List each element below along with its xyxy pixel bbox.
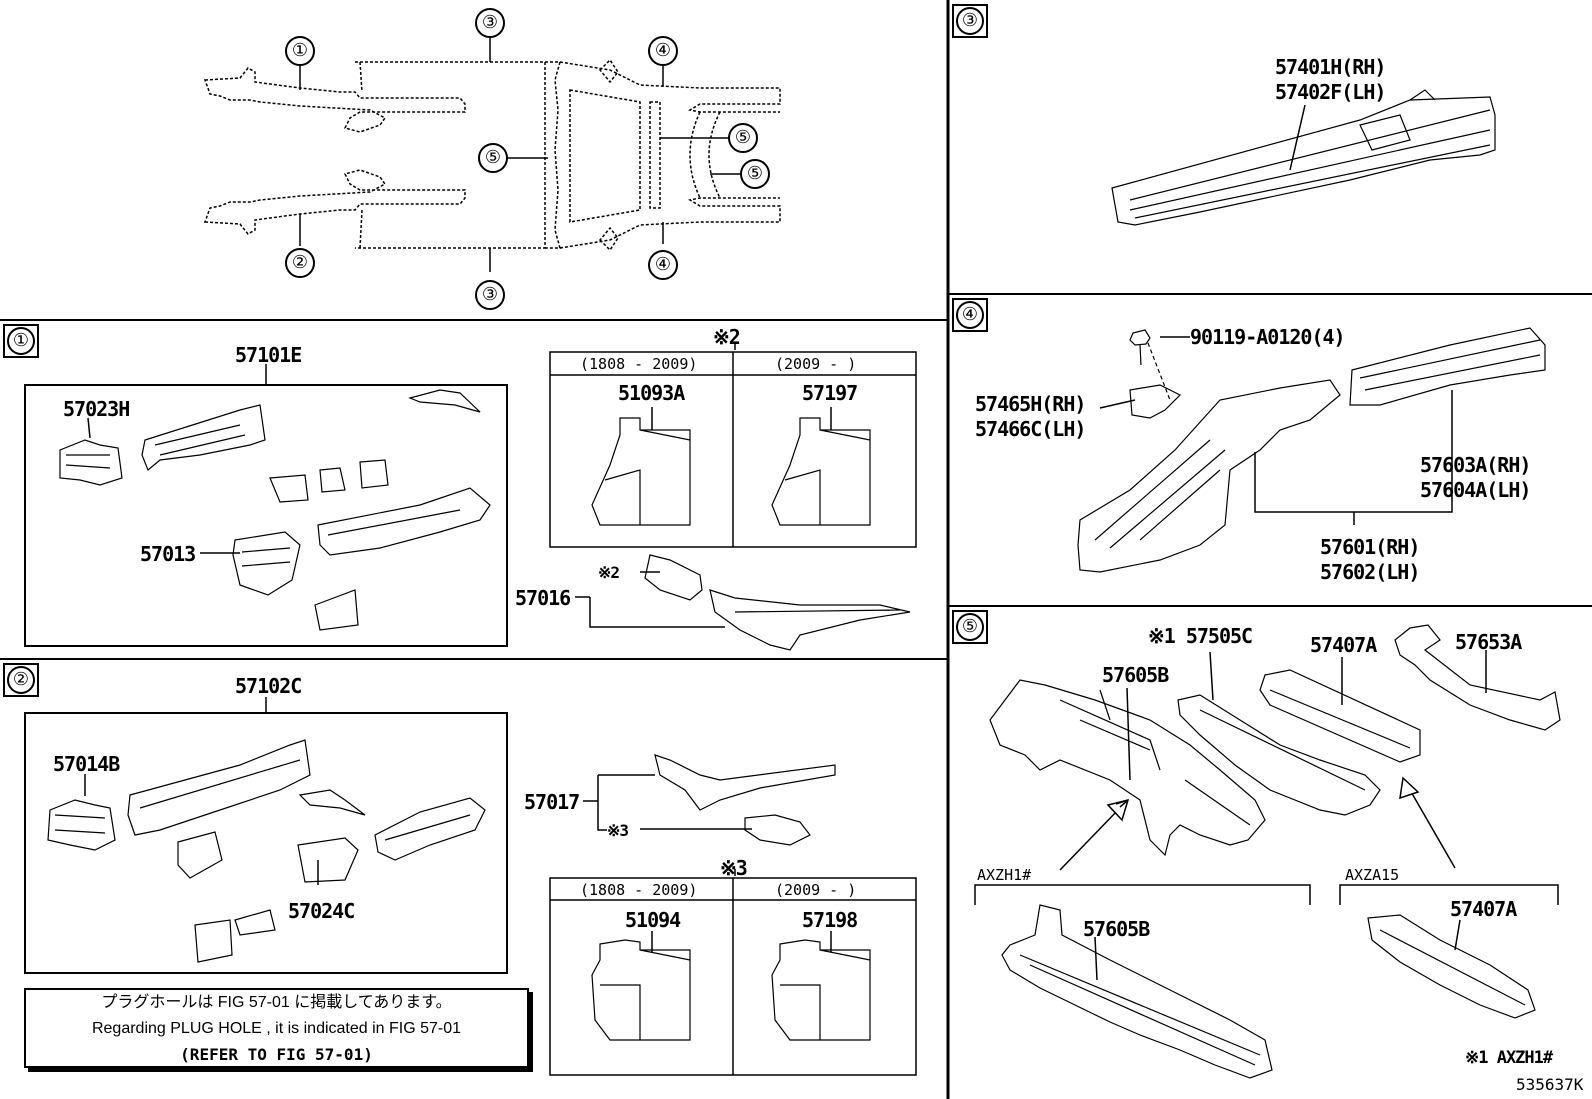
part-57401H-RH[interactable]: 57401H(RH) [1275, 55, 1386, 79]
range-1808-2009: (1808 - 2009) [580, 355, 698, 373]
part-57198[interactable]: 57198 [802, 908, 858, 932]
callout-3-overview-bottom[interactable]: ③ [475, 280, 505, 310]
callout-1-overview[interactable]: ① [285, 36, 315, 66]
part-57605B-lower[interactable]: 57605B [1083, 917, 1150, 941]
part-57017-mark: ※3 [607, 821, 629, 840]
part-51094[interactable]: 51094 [625, 908, 681, 932]
callout-5-overview-right-bottom[interactable]: ⑤ [740, 159, 770, 189]
section3-part-sketch [1111, 89, 1496, 226]
part-57407A-lower[interactable]: 57407A [1450, 897, 1517, 921]
part-57653A[interactable]: 57653A [1455, 630, 1522, 654]
part-90119-A0120[interactable]: 90119-A0120(4) [1190, 325, 1346, 349]
section5-part-sketches [989, 624, 1561, 1079]
part-57466C-LH[interactable]: 57466C(LH) [975, 417, 1086, 441]
variant-AXZH1: AXZH1# [977, 866, 1032, 884]
range-2009-plus-s2: (2009 - ) [775, 881, 857, 899]
footnote-axzh1: ※1 AXZH1# [1465, 1048, 1553, 1068]
range-2009-plus: (2009 - ) [775, 355, 857, 373]
section-1-number: ① [7, 327, 35, 355]
part-57024C[interactable]: 57024C [288, 899, 355, 923]
figure-id: 535637K [1516, 1075, 1584, 1094]
part-57601-RH[interactable]: 57601(RH) [1320, 535, 1420, 559]
part-57197[interactable]: 57197 [802, 381, 858, 405]
section4-part-sketches [1077, 327, 1546, 573]
part-57017[interactable]: 57017 [524, 790, 580, 814]
section2-part-sketches [47, 739, 871, 1041]
callout-3-overview-top[interactable]: ③ [475, 8, 505, 38]
note-line-ja: プラグホールは FIG 57-01 に掲載してあります。 [101, 994, 452, 1011]
note-line-refer[interactable]: (REFER TO FIG 57-01) [180, 1045, 373, 1064]
callout-5-overview-right-top[interactable]: ⑤ [728, 123, 758, 153]
section1-part-sketches [59, 389, 911, 651]
section5-leaders [974, 650, 1559, 981]
frame-overview-drawing [203, 58, 781, 252]
section-4-number: ④ [956, 301, 984, 329]
part-57602-LH[interactable]: 57602(LH) [1320, 560, 1420, 584]
section-2-label: ② [3, 663, 39, 697]
part-57014B[interactable]: 57014B [53, 752, 120, 776]
section1-variant-table [549, 351, 917, 548]
section-5-label: ⑤ [952, 610, 988, 644]
part-57604A-LH[interactable]: 57604A(LH) [1420, 478, 1531, 502]
section2-variant-table [549, 877, 917, 1076]
callout-5-overview-left[interactable]: ⑤ [478, 143, 508, 173]
variant-mark-2: ※2 [713, 325, 741, 349]
part-57101E[interactable]: 57101E [235, 343, 302, 367]
callout-4-overview-bottom[interactable]: ④ [648, 250, 678, 280]
part-57407A[interactable]: 57407A [1310, 633, 1377, 657]
section-3-number: ③ [956, 7, 984, 35]
section-4-label: ④ [952, 298, 988, 332]
plug-hole-note: プラグホールは FIG 57-01 に掲載してあります。 Regarding P… [24, 988, 529, 1068]
part-57605B[interactable]: 57605B [1102, 663, 1169, 687]
callout-4-overview-top[interactable]: ④ [648, 36, 678, 66]
section-2-number: ② [7, 666, 35, 694]
section1-assembly-box [24, 384, 508, 647]
part-57016-mark: ※2 [598, 563, 620, 582]
section-5-number: ⑤ [956, 613, 984, 641]
part-57465H-RH[interactable]: 57465H(RH) [975, 392, 1086, 416]
part-57505C[interactable]: ※1 57505C [1148, 624, 1253, 648]
variant-AXZA15: AXZA15 [1345, 866, 1400, 884]
range-1808-2009-s2: (1808 - 2009) [580, 881, 698, 899]
part-57603A-RH[interactable]: 57603A(RH) [1420, 453, 1531, 477]
part-57102C[interactable]: 57102C [235, 674, 302, 698]
part-57402F-LH[interactable]: 57402F(LH) [1275, 80, 1386, 104]
part-51093A[interactable]: 51093A [618, 381, 685, 405]
part-57013[interactable]: 57013 [140, 542, 196, 566]
note-line-en: Regarding PLUG HOLE , it is indicated in… [91, 1020, 462, 1037]
section2-assembly-box [24, 712, 508, 974]
overview-leaders [299, 38, 740, 272]
callout-2-overview[interactable]: ② [285, 248, 315, 278]
variant-mark-3: ※3 [720, 856, 748, 880]
section-1-label: ① [3, 324, 39, 358]
part-57016[interactable]: 57016 [515, 586, 571, 610]
part-57023H[interactable]: 57023H [63, 397, 130, 421]
section-3-label: ③ [952, 4, 988, 38]
